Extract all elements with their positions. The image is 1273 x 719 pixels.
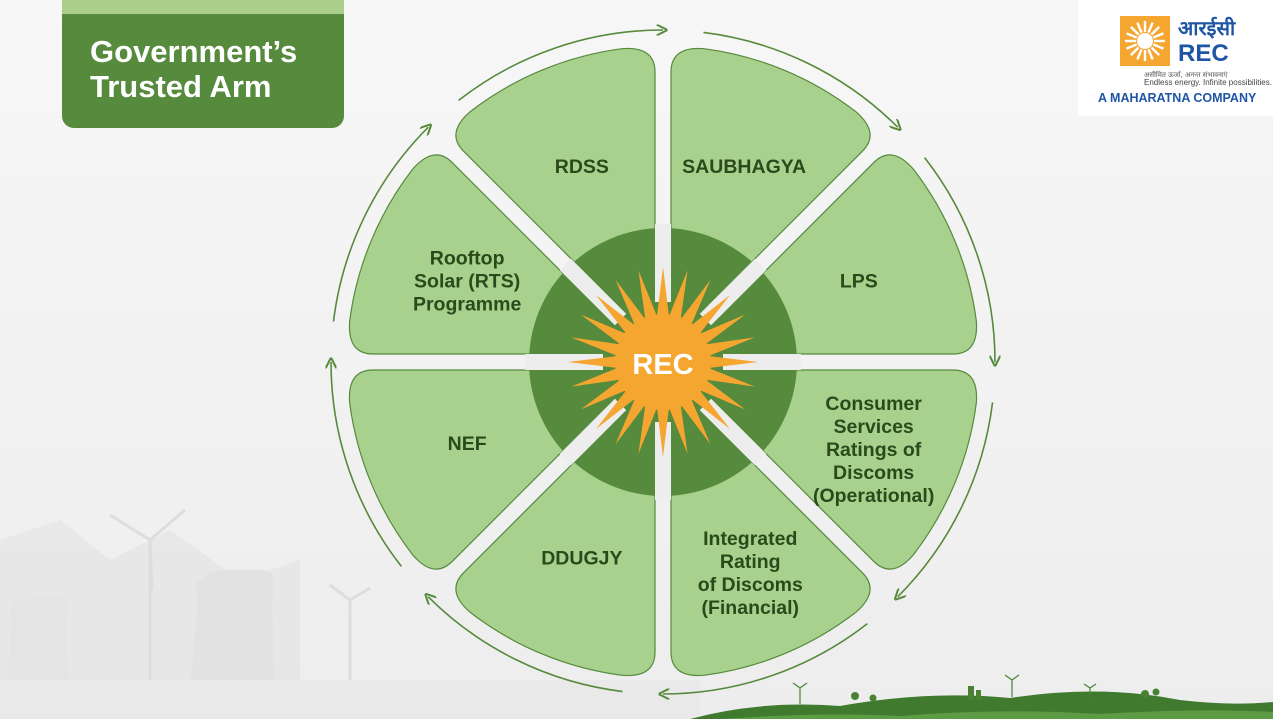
rec-sun-icon — [568, 267, 758, 457]
landscape-decoration — [690, 674, 1273, 719]
cycle-arrows — [331, 30, 995, 694]
segment-label-line: Consumer — [825, 393, 922, 415]
segment-label-line: Discoms — [833, 462, 914, 484]
sun-logo-icon — [1120, 16, 1170, 66]
segment-label-1: RDSS — [555, 156, 609, 178]
logo-ray — [1150, 26, 1160, 36]
cycle-arrow — [458, 30, 663, 102]
segment-label-line: DDUGJY — [541, 548, 622, 570]
logo-ray — [1147, 22, 1154, 34]
segment-label-line: Rating — [720, 551, 781, 573]
segment-label-line: Services — [834, 416, 914, 438]
segment-label-line: (Operational) — [813, 485, 934, 507]
cycle-arrow — [428, 597, 623, 693]
background-scenery — [0, 508, 700, 719]
segment-label-line: RDSS — [555, 156, 609, 178]
page-title: Government’s Trusted Arm — [90, 34, 298, 104]
company-logo: आरईसी REC असीमित ऊर्जा, अनन्त संभावनाएं … — [1078, 0, 1273, 116]
cycle-arrow — [332, 127, 428, 322]
cycle-arrow — [331, 362, 403, 567]
cycle-arrow — [703, 31, 897, 127]
rec-scheme-wheel — [348, 47, 978, 677]
cycle-arrow — [923, 157, 995, 362]
segment-label-line: Integrated — [703, 528, 797, 550]
title-banner: Government’s Trusted Arm — [62, 0, 344, 128]
segment-label-line: NEF — [448, 433, 487, 455]
segment-label-line: Programme — [413, 294, 522, 316]
logo-ray — [1130, 46, 1140, 56]
logo-tagline-hindi: असीमित ऊर्जा, अनन्त संभावनाएं — [1144, 71, 1228, 79]
segment-label-6: DDUGJY — [541, 548, 622, 570]
segment-label-3: LPS — [840, 271, 878, 293]
segment-label-7: NEF — [448, 433, 487, 455]
cycle-arrow — [663, 622, 868, 694]
logo-tagline: Endless energy. Infinite possibilities. — [1144, 78, 1272, 87]
cycle-arrow — [898, 402, 994, 596]
logo-name: REC — [1178, 40, 1229, 67]
sun-core — [615, 314, 711, 410]
logo-ray — [1150, 46, 1160, 56]
segment-label-line: SAUBHAGYA — [682, 156, 806, 178]
logo-ray — [1152, 43, 1164, 50]
segment-label-line: Ratings of — [826, 439, 922, 461]
logo-hindi-name: आरईसी — [1178, 16, 1236, 40]
segment-label-line: Rooftop — [430, 248, 505, 270]
title-accent-band — [62, 0, 344, 14]
segment-label-line: of Discoms — [698, 574, 803, 596]
segment-label-line: (Financial) — [701, 597, 799, 619]
segment-label-2: SAUBHAGYA — [682, 156, 806, 178]
logo-ray — [1152, 32, 1164, 39]
logo-ray — [1147, 48, 1154, 60]
logo-ray — [1126, 43, 1138, 50]
logo-subtitle: A MAHARATNA COMPANY — [1098, 91, 1257, 105]
logo-ray — [1136, 48, 1143, 60]
center-label: REC — [632, 349, 693, 381]
logo-ray — [1136, 22, 1143, 34]
logo-ray — [1130, 26, 1140, 36]
segment-label-line: Solar (RTS) — [414, 271, 520, 293]
logo-ray — [1126, 32, 1138, 39]
segment-label-line: LPS — [840, 271, 878, 293]
